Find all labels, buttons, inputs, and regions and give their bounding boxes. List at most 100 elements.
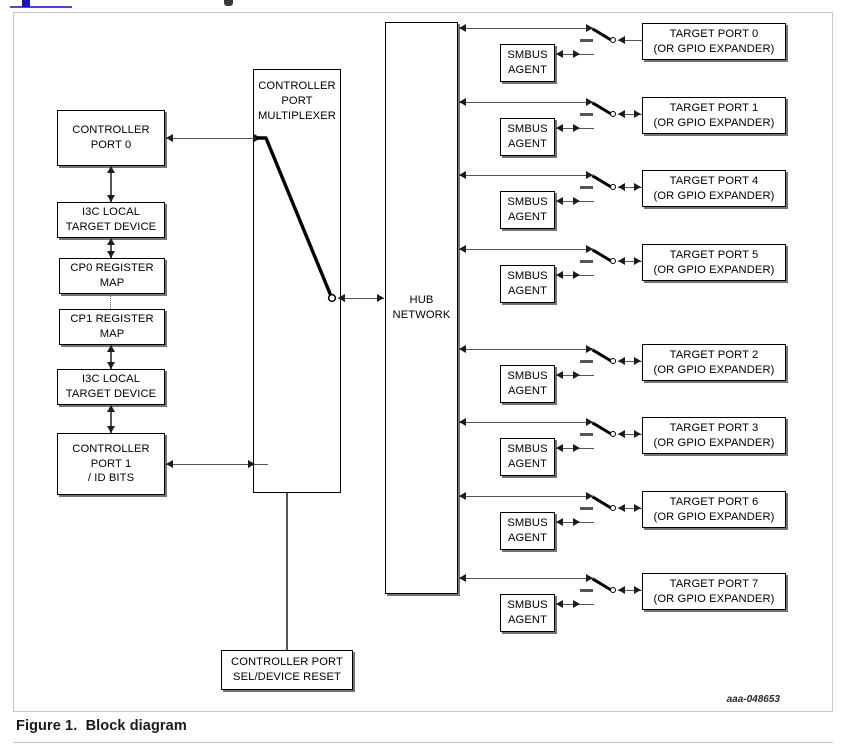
smbus-agent-label-7: SMBUS AGENT [507,599,548,626]
hyperlink-underline[interactable] [10,6,72,8]
smbus-agent-label-6: SMBUS AGENT [507,517,548,544]
hub-network-box[interactable]: HUB NETWORK [385,22,458,594]
switch-to-target-arrowhead-left-4 [618,356,625,365]
controller-port-1-box[interactable]: CONTROLLER PORT 1 / ID BITS [57,433,165,495]
switch-to-target-port-line-4 [618,361,642,363]
switch-bus-arrowhead-5 [586,417,593,426]
switch-to-target-arrowhead-right-3 [634,256,641,265]
smbus-agent-label-5: SMBUS AGENT [507,443,548,470]
switch-to-target-arrowhead-right-7 [634,585,641,594]
controller-port-multiplexer-box[interactable]: CONTROLLER PORT MULTIPLEXER [253,69,341,493]
multiplexer-inbound-arrowhead-top [254,133,261,142]
multiplexer-to-control-box-line [286,493,288,650]
smbus-agent-outbound-arrowhead-1 [573,123,580,132]
target-port-title-4: TARGET PORT 2 [669,348,759,361]
target-port-subtitle-5: (OR GPIO EXPANDER) [653,436,775,449]
switch-to-target-arrowhead-left-5 [618,429,625,438]
multiplexer-outbound-arrowhead [338,293,345,302]
target-port-title-1: TARGET PORT 1 [669,101,759,114]
port-switch-pivot-2[interactable] [610,184,617,191]
cp1-register-map-box[interactable]: CP1 REGISTER MAP [59,309,165,345]
i3c-top-to-cp0-regmap-connector [110,238,112,258]
smbus-agent-outbound-arrowhead-7 [573,599,580,608]
target-port-box-5[interactable]: TARGET PORT 3(OR GPIO EXPANDER) [642,417,786,454]
smbus-agent-inbound-arrowhead-3 [556,270,563,279]
switch-to-target-arrowhead-right-1 [634,109,641,118]
target-port-title-7: TARGET PORT 7 [669,577,759,590]
target-port-title-3: TARGET PORT 5 [669,248,759,261]
smbus-agent-box-5[interactable]: SMBUS AGENT [500,438,555,476]
switch-bus-arrowhead-6 [586,491,593,500]
smbus-agent-inbound-arrowhead-7 [556,599,563,608]
cp1-regmap-to-i3c-bottom-connector-arrowhead-down [106,362,115,369]
port-switch-open-throw-stub-3 [580,260,593,263]
switch-to-target-port-line-2 [618,187,642,189]
switch-bus-arrowhead-2 [586,170,593,179]
hub-bus-arrowhead-0 [459,23,466,32]
target-port-box-2[interactable]: TARGET PORT 4(OR GPIO EXPANDER) [642,170,786,207]
smbus-agent-outbound-arrowhead-4 [573,370,580,379]
smbus-agent-box-2[interactable]: SMBUS AGENT [500,191,555,229]
target-port-box-7[interactable]: TARGET PORT 7(OR GPIO EXPANDER) [642,573,786,610]
target-port-box-6[interactable]: TARGET PORT 6(OR GPIO EXPANDER) [642,491,786,528]
port-switch-pivot-3[interactable] [610,258,617,265]
switch-to-target-arrowhead-left-3 [618,256,625,265]
target-port-subtitle-6: (OR GPIO EXPANDER) [653,510,775,523]
cp0-register-map-box[interactable]: CP0 REGISTER MAP [59,258,165,294]
multiplexer-inbound-arrowhead-bottom [248,459,255,468]
controller-port-0-inbound-arrowhead [166,133,173,142]
hyperlink-text-remnant[interactable] [22,0,30,7]
hub-bus-arrowhead-7 [459,573,466,582]
target-port-box-1[interactable]: TARGET PORT 1 (OR GPIO EXPANDER) [642,97,786,134]
smbus-agent-box-7[interactable]: SMBUS AGENT [500,594,555,632]
smbus-agent-outbound-arrowhead-0 [573,49,580,58]
hub-to-switch-bus-line-3 [459,249,594,251]
port-switch-pivot-4[interactable] [610,358,617,365]
cp0-to-i3c-top-connector-arrowhead-down [106,195,115,202]
i3c-local-target-device-bottom-box[interactable]: I3C LOCAL TARGET DEVICE [57,369,165,405]
hub-network-inbound-arrowhead [377,293,384,302]
controller-port-0-to-multiplexer-line [165,138,262,140]
i3c-local-target-device-top-box[interactable]: I3C LOCAL TARGET DEVICE [57,202,165,238]
i3c-bottom-to-cp1-connector-arrowhead-up [106,405,115,412]
smbus-agent-label-3: SMBUS AGENT [507,270,548,297]
target-port-subtitle-2: (OR GPIO EXPANDER) [653,189,775,202]
port-switch-pivot-7[interactable] [610,587,617,594]
cp0-to-i3c-top-connector-arrowhead-up [106,166,115,173]
smbus-agent-outbound-arrowhead-5 [573,443,580,452]
switch-to-target-arrowhead-right-4 [634,356,641,365]
port-switch-open-throw-stub-1 [580,113,593,116]
controller-port-1-inbound-arrowhead [166,459,173,468]
port-switch-pivot-1[interactable] [610,111,617,118]
target-port-box-0[interactable]: TARGET PORT 0(OR GPIO EXPANDER) [642,23,786,60]
smbus-agent-box-6[interactable]: SMBUS AGENT [500,512,555,550]
target-port-subtitle-1: (OR GPIO EXPANDER) [653,116,775,129]
cp0-to-i3c-top-connector [110,166,112,202]
smbus-agent-box-1[interactable]: SMBUS AGENT [500,118,555,156]
switch-to-target-arrowhead-right-2 [634,182,641,191]
target-port-box-3[interactable]: TARGET PORT 5 (OR GPIO EXPANDER) [642,244,786,281]
controller-port-sel-device-reset-box[interactable]: CONTROLLER PORT SEL/DEVICE RESET [221,650,353,690]
port-switch-pivot-6[interactable] [610,505,617,512]
controller-port-0-box[interactable]: CONTROLLER PORT 0 [57,110,165,166]
switch-to-target-arrowhead-right-6 [634,503,641,512]
target-port-subtitle-3: (OR GPIO EXPANDER) [653,263,775,276]
target-port-box-4[interactable]: TARGET PORT 2(OR GPIO EXPANDER) [642,344,786,381]
port-switch-pivot-5[interactable] [610,431,617,438]
port-switch-pivot-0[interactable] [610,37,617,44]
smbus-agent-outbound-arrowhead-6 [573,517,580,526]
smbus-agent-box-3[interactable]: SMBUS AGENT [500,265,555,303]
smbus-agent-box-4[interactable]: SMBUS AGENT [500,365,555,403]
smbus-agent-box-0[interactable]: SMBUS AGENT [500,44,555,82]
smbus-agent-inbound-arrowhead-5 [556,443,563,452]
i3c-local-target-device-bottom-label: I3C LOCAL TARGET DEVICE [65,373,157,400]
cp0-register-map-label: CP0 REGISTER MAP [70,262,154,289]
controller-port-multiplexer-label: CONTROLLER PORT MULTIPLEXER [258,80,336,122]
smbus-agent-inbound-arrowhead-1 [556,123,563,132]
cp1-register-map-label: CP1 REGISTER MAP [70,313,154,340]
switch-to-target-port-line-1 [618,114,642,116]
hub-to-switch-bus-line-2 [459,175,594,177]
switch-to-target-arrowhead-left-1 [618,109,625,118]
hub-bus-arrowhead-6 [459,491,466,500]
switch-bus-arrowhead-7 [586,573,593,582]
